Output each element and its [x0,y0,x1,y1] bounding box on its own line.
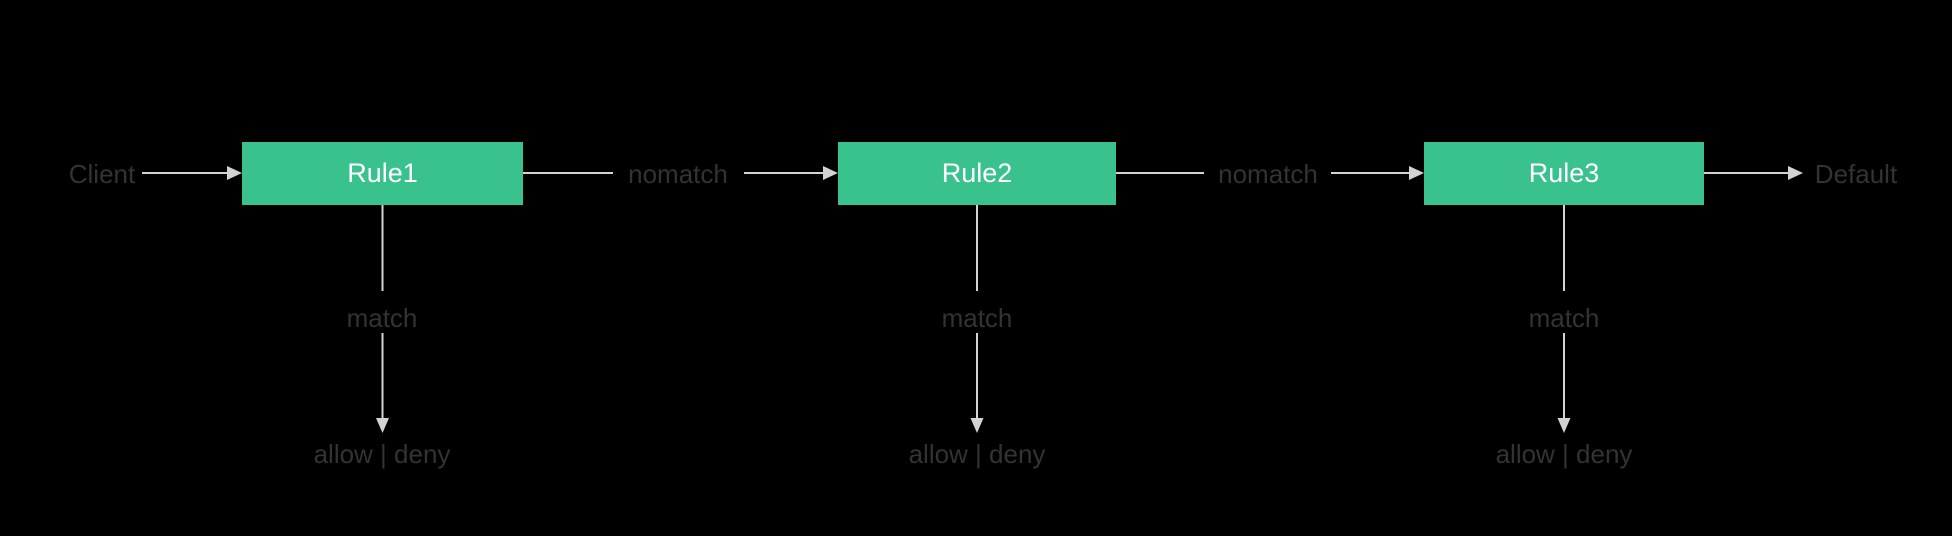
node-rule3: Rule3 [1424,142,1704,205]
nomatch-label-1: nomatch [628,159,728,189]
node-rule2-label: Rule2 [941,158,1013,188]
arrowhead-client-to-rule1 [227,166,242,180]
arrowhead-match3-to-outcome [1557,418,1571,433]
match-label-1: match [346,303,418,333]
match-label-2: match [941,303,1013,333]
arrowhead-rule3-to-default [1788,166,1803,180]
outcome-label-3: allow | deny [1495,439,1633,469]
node-rule2: Rule2 [838,142,1116,205]
default-label: Default [1814,159,1898,189]
nomatch-label-2: nomatch [1218,159,1318,189]
outcome-label-2: allow | deny [908,439,1046,469]
arrowhead-match1-to-outcome [376,418,389,433]
client-label: Client [68,159,136,189]
node-rule3-label: Rule3 [1528,158,1600,188]
arrowhead-match2-to-outcome [970,418,984,433]
node-rule1: Rule1 [242,142,523,205]
arrowhead-nomatch-to-rule3 [1409,166,1424,180]
outcome-label-1: allow | deny [313,439,451,469]
match-label-3: match [1528,303,1600,333]
node-rule1-label: Rule1 [347,158,418,188]
arrowhead-nomatch-to-rule2 [823,166,838,180]
